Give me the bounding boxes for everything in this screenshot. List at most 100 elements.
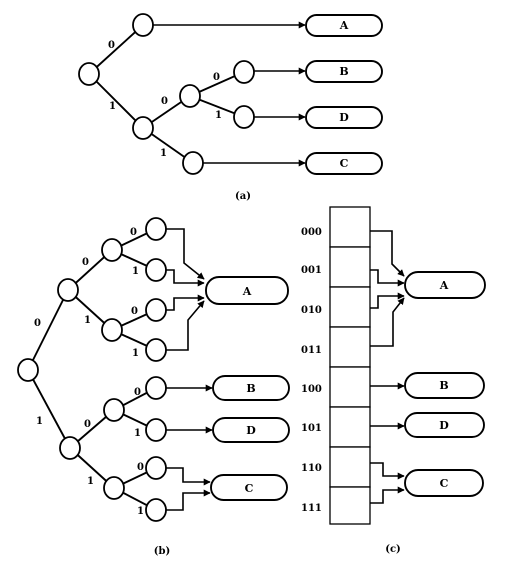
connector	[166, 294, 205, 311]
connector	[370, 269, 405, 287]
connector	[370, 486, 405, 504]
address-label: 010	[301, 305, 322, 316]
bit-label: 0	[213, 72, 220, 83]
tree-node	[132, 13, 154, 37]
symbol-label: B	[339, 65, 348, 78]
symbol-label: C	[440, 477, 449, 490]
connector	[166, 228, 205, 280]
connector	[370, 230, 405, 277]
edge	[27, 369, 71, 449]
table-cell	[329, 486, 371, 525]
table-cell	[329, 246, 371, 288]
table-cell	[329, 326, 371, 368]
bit-label: 1	[132, 348, 139, 359]
edge	[88, 73, 144, 129]
symbol-label: B	[246, 382, 255, 395]
leaf-a	[305, 14, 383, 37]
tree-node	[101, 318, 123, 342]
connector	[166, 489, 211, 511]
symbol-label: A	[339, 19, 349, 32]
bit-label: 0	[131, 306, 138, 317]
leaf-a	[205, 276, 289, 305]
connector	[370, 292, 405, 309]
connector	[370, 462, 405, 480]
bit-label: 1	[132, 266, 139, 277]
symbol-label: A	[242, 285, 252, 298]
tree-node	[179, 84, 201, 108]
bit-label: 1	[215, 110, 222, 121]
address-label: 011	[301, 345, 322, 356]
bit-label: 1	[84, 315, 91, 326]
caption-a: (a)	[235, 191, 251, 202]
tree-node	[145, 376, 167, 400]
bit-label: 0	[108, 40, 115, 51]
lookup-table-c: 000 001 010 011 100 101 110 111 A B D C …	[301, 206, 486, 555]
address-label: 000	[301, 227, 322, 238]
tree-node	[78, 62, 100, 86]
tree-node	[145, 217, 167, 241]
symbol-label: B	[439, 379, 448, 392]
edge	[27, 289, 69, 371]
tree-node	[145, 498, 167, 522]
tree-node	[145, 456, 167, 480]
leaf-c	[305, 152, 383, 175]
edge	[88, 24, 144, 75]
caption-c: (c)	[385, 544, 401, 555]
bit-label: 1	[137, 506, 144, 517]
connector	[166, 300, 205, 351]
bit-label: 1	[160, 148, 167, 159]
tree-node	[145, 338, 167, 362]
address-label: 101	[301, 423, 322, 434]
tree-node	[103, 476, 125, 500]
leaf-c	[210, 474, 288, 501]
bit-label: 0	[137, 462, 144, 473]
bit-label: 0	[82, 257, 89, 268]
tree-node	[103, 398, 125, 422]
leaf-b	[305, 60, 383, 83]
tree-node	[233, 60, 255, 84]
leaf-a	[404, 271, 486, 299]
symbol-label: C	[245, 482, 254, 495]
tree-node	[182, 151, 204, 175]
tree-node	[17, 358, 39, 382]
bit-label: 0	[84, 419, 91, 430]
leaf-c	[404, 469, 484, 497]
connector	[370, 297, 405, 347]
tree-node	[145, 258, 167, 282]
caption-b: (b)	[154, 546, 170, 557]
symbol-label: D	[339, 111, 349, 124]
address-label: 100	[301, 384, 322, 395]
symbol-label: A	[439, 279, 449, 292]
tree-node	[101, 238, 123, 262]
bit-label: 1	[134, 428, 141, 439]
bit-label: 0	[161, 96, 168, 107]
tree-node	[145, 298, 167, 322]
leaf-b	[404, 372, 485, 399]
bit-label: 0	[130, 227, 137, 238]
table-cell	[329, 406, 371, 448]
symbol-label: D	[439, 419, 449, 432]
bit-label: 1	[87, 476, 94, 487]
bit-label: 1	[109, 101, 116, 112]
bit-label: 0	[134, 387, 141, 398]
tree-node	[57, 278, 79, 302]
tree-node	[145, 418, 167, 442]
connector	[166, 269, 205, 287]
table-cell	[329, 446, 371, 488]
symbol-label: D	[246, 424, 256, 437]
leaf-d	[212, 417, 290, 443]
address-label: 111	[301, 503, 322, 514]
table-cell	[329, 286, 371, 328]
table-cell	[329, 206, 371, 248]
address-label: 110	[301, 463, 322, 474]
bit-label: 0	[34, 318, 41, 329]
leaf-d	[404, 412, 485, 438]
table-cell	[329, 366, 371, 408]
tree-node	[132, 116, 154, 140]
tree-node	[233, 105, 255, 129]
connector	[166, 467, 211, 486]
bit-label: 1	[36, 416, 43, 427]
tree-b: A B D C 0 1 0 1 0 1 0 1 0 1 0 1 0 1 (b)	[17, 217, 290, 557]
tree-a: A B D C 0 1 0 1 0 1 (a)	[78, 13, 383, 202]
